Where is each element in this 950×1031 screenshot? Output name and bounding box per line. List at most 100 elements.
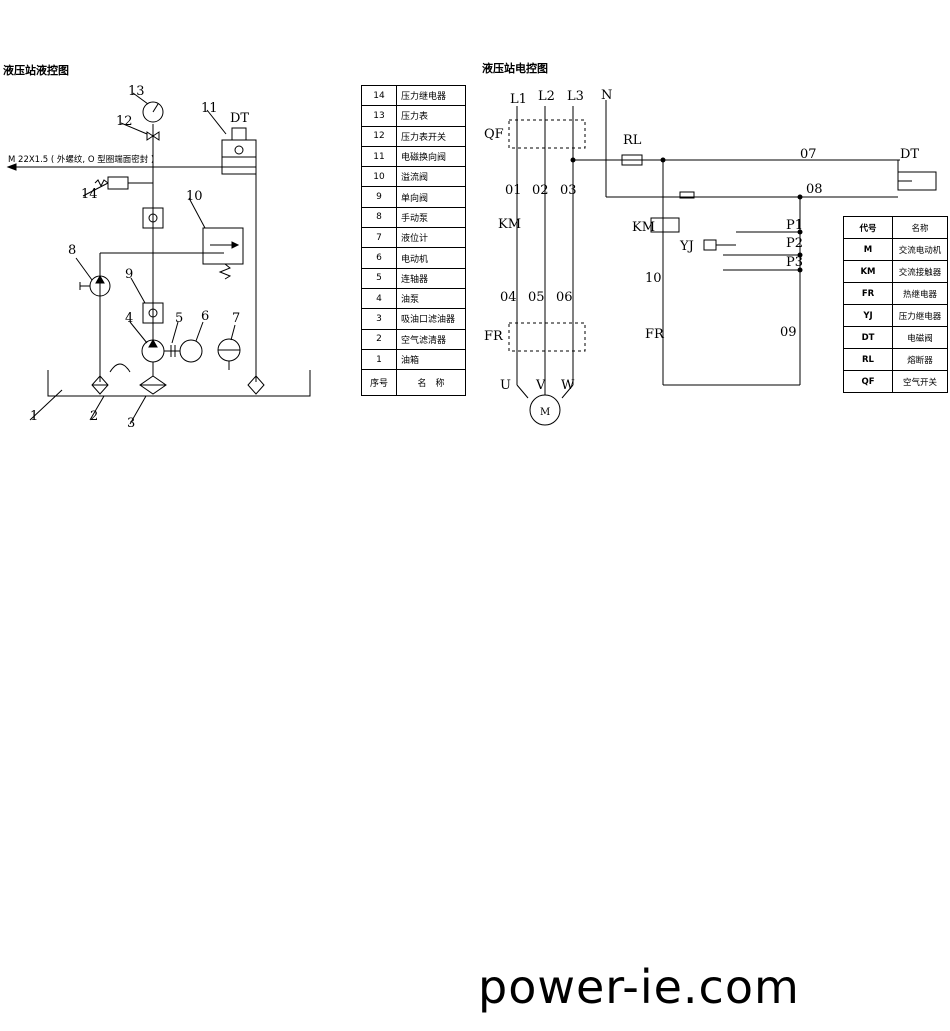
part-name: 压力表 xyxy=(396,105,466,127)
label-6: 6 xyxy=(201,309,209,324)
code-name: 交流接触器 xyxy=(892,260,948,283)
label-04: 04 xyxy=(500,290,517,305)
label-09: 09 xyxy=(780,325,797,340)
header-no: 序号 xyxy=(361,369,397,397)
part-number: 9 xyxy=(361,186,397,208)
label-13: 13 xyxy=(128,84,145,99)
hydraulic-schematic xyxy=(6,92,311,425)
part-number: 5 xyxy=(361,267,397,289)
label-03: 03 xyxy=(560,183,577,198)
label-fr-contact: FR xyxy=(645,327,665,342)
part-number: 8 xyxy=(361,206,397,229)
part-name: 吸油口滤油器 xyxy=(396,308,466,330)
code-symbol: YJ xyxy=(843,304,893,327)
code-symbol: M xyxy=(843,238,893,261)
electric-labels: L1 L2 L3 N QF 01 02 03 KM 04 05 06 FR U … xyxy=(484,88,919,418)
label-p2: P2 xyxy=(786,236,803,251)
label-dt: DT xyxy=(900,147,919,162)
part-number: 3 xyxy=(361,308,397,330)
watermark: power-ie.com xyxy=(478,960,800,1014)
label-05: 05 xyxy=(528,290,545,305)
code-symbol: FR xyxy=(843,282,893,305)
port-note: M 22X1.5 ( 外螺纹, O 型圈端面密封 ) xyxy=(8,154,154,165)
code-header-row: 代号名称 xyxy=(843,216,948,239)
part-number: 4 xyxy=(361,287,397,310)
code-symbol: RL xyxy=(843,348,893,371)
label-l2: L2 xyxy=(538,89,555,104)
label-01: 01 xyxy=(505,183,522,198)
label-8: 8 xyxy=(68,243,76,258)
label-7: 7 xyxy=(232,311,240,326)
label-5: 5 xyxy=(175,311,183,326)
code-name: 压力继电器 xyxy=(892,304,948,327)
label-9: 9 xyxy=(125,267,133,282)
label-1: 1 xyxy=(30,409,38,424)
part-name: 溢流阀 xyxy=(396,166,466,188)
label-qf: QF xyxy=(484,127,504,142)
part-number: 13 xyxy=(361,105,397,127)
header-name: 名 称 xyxy=(396,369,466,397)
label-v: V xyxy=(535,378,546,393)
code-name: 热继电器 xyxy=(892,282,948,305)
code-symbol: QF xyxy=(843,370,893,393)
label-p1: P1 xyxy=(786,218,803,233)
electric-schematic xyxy=(508,100,937,426)
label-10: 10 xyxy=(645,271,662,286)
label-08: 08 xyxy=(806,182,823,197)
label-l1: L1 xyxy=(510,92,527,107)
part-name: 压力继电器 xyxy=(396,84,466,107)
part-number: 11 xyxy=(361,145,397,168)
label-n: N xyxy=(601,88,612,103)
label-rl: RL xyxy=(623,133,642,148)
label-10: 10 xyxy=(186,189,203,204)
label-km-coil: KM xyxy=(632,220,655,235)
label-07: 07 xyxy=(800,147,817,162)
parts-header-row: 序号名 称 xyxy=(361,369,466,397)
code-name: 交流电动机 xyxy=(892,238,948,261)
label-11: 11 xyxy=(201,101,218,116)
hydraulic-labels: 13 12 11 DT 10 14 8 9 4 5 6 7 1 2 3 xyxy=(30,84,249,431)
label-3: 3 xyxy=(127,416,135,431)
part-number: 1 xyxy=(361,348,397,371)
code-symbol: KM xyxy=(843,260,893,283)
motor-symbol: M xyxy=(540,407,550,418)
label-w: W xyxy=(561,378,575,393)
label-p3: P3 xyxy=(786,255,803,270)
label-fr-main: FR xyxy=(484,329,504,344)
label-12: 12 xyxy=(116,114,133,129)
label-4: 4 xyxy=(125,311,133,326)
part-name: 连轴器 xyxy=(396,267,466,289)
part-number: 6 xyxy=(361,247,397,269)
part-number: 10 xyxy=(361,166,397,188)
part-name: 压力表开关 xyxy=(396,125,466,147)
part-number: 2 xyxy=(361,328,397,350)
header-code-name: 名称 xyxy=(892,216,948,239)
part-name: 油泵 xyxy=(396,287,466,310)
label-2: 2 xyxy=(90,409,98,424)
part-name: 手动泵 xyxy=(396,206,466,229)
part-name: 电磁换向阀 xyxy=(396,145,466,168)
label-u: U xyxy=(500,378,511,393)
hydraulic-diagram-title: 液压站液控图 xyxy=(3,64,69,77)
